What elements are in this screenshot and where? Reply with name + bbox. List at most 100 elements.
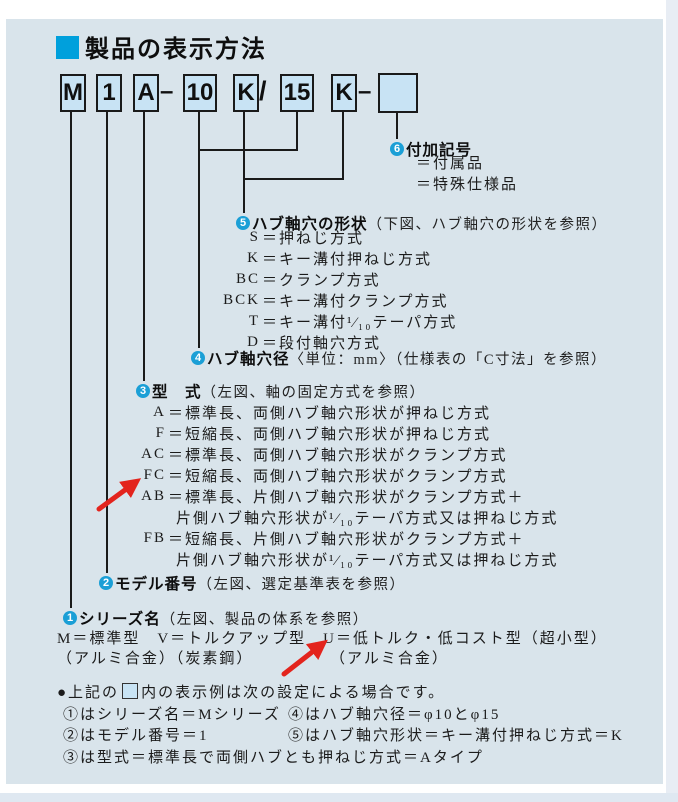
section-2-note: （左図、選定基準表を参照） bbox=[197, 576, 406, 593]
number-2-circle-icon: 2 bbox=[99, 576, 113, 590]
footnote-row-2-col-2: ⑤はハブ軸穴形状＝キー溝付押ねじ方式＝K bbox=[288, 728, 624, 744]
item-desc: ＝標準長、両側ハブ軸穴形状がクランプ方式 bbox=[168, 448, 508, 464]
number-5-circle-icon: 5 bbox=[236, 216, 250, 230]
item-desc-continued: 片側ハブ軸穴形状が¹⁄₁₀テーパ方式又は押ねじ方式 bbox=[176, 553, 559, 569]
code-separator-dash-2: – bbox=[358, 78, 372, 105]
section-5-header: 5 ハブ軸穴の形状 （下図、ハブ軸穴の形状を参照） bbox=[236, 212, 608, 234]
code-box-bore-shape-1: K bbox=[233, 74, 259, 112]
list-item: T＝キー溝付¹⁄₁₀テーパ方式 bbox=[156, 311, 457, 332]
footnote-row-2-col-1: ②はモデル番号＝1 bbox=[63, 728, 209, 744]
code-box-bore-1: 10 bbox=[183, 74, 217, 112]
connector-shape-join bbox=[243, 178, 344, 180]
item-code: A bbox=[153, 404, 166, 420]
item-code: AB bbox=[141, 488, 166, 504]
footnote-row-1-col-2: ④はハブ軸穴径＝φ10とφ15 bbox=[288, 707, 501, 723]
footnote-bullet-line: ●上記の 内の表示例は次の設定による場合です。 bbox=[57, 681, 445, 702]
code-separator-slash: / bbox=[259, 76, 267, 106]
code-box-bore-2: 15 bbox=[280, 74, 314, 112]
item-desc: ＝キー溝付押ねじ方式 bbox=[262, 252, 433, 268]
connector-model-number bbox=[106, 112, 108, 573]
connector-type bbox=[143, 112, 145, 381]
item-code: K bbox=[247, 250, 260, 266]
connector-bore-1 bbox=[198, 112, 200, 348]
item-desc: ＝キー溝付クランプ方式 bbox=[262, 294, 449, 310]
section-3-title: 型 式 bbox=[152, 384, 202, 401]
number-6-circle-icon: 6 bbox=[390, 142, 404, 156]
list-item: K＝キー溝付押ねじ方式 bbox=[156, 248, 457, 269]
footnote-bullet-pre: ●上記の bbox=[57, 685, 120, 701]
footnote-bullet-post: 内の表示例は次の設定による場合です。 bbox=[141, 685, 446, 701]
item-code: FC bbox=[143, 467, 166, 483]
number-4-circle-icon: 4 bbox=[191, 351, 205, 365]
series-materials-line-left: （アルミ合金）（炭素鋼） bbox=[57, 651, 254, 667]
list-item: F＝短縮長、両側ハブ軸穴形状が押ねじ方式 bbox=[82, 423, 558, 444]
list-item: FB＝短縮長、片側ハブ軸穴形状がクランプ方式＋ bbox=[82, 528, 558, 549]
section-1-note: （左図、製品の体系を参照） bbox=[160, 611, 369, 628]
section-5-note: （下図、ハブ軸穴の形状を参照） bbox=[367, 216, 608, 233]
item-code: S bbox=[249, 229, 260, 245]
title-square-icon bbox=[56, 36, 79, 59]
item-desc: ＝クランプ方式 bbox=[262, 273, 381, 289]
section-1-header: 1 シリーズ名 （左図、製品の体系を参照） bbox=[63, 607, 369, 629]
item-code: T bbox=[248, 313, 260, 329]
list-item: FC＝短縮長、両側ハブ軸穴形状がクランプ方式 bbox=[82, 465, 558, 486]
red-arrow-series-icon bbox=[281, 639, 328, 677]
code-box-type: A bbox=[133, 74, 159, 112]
item-desc: ＝標準長、両側ハブ軸穴形状が押ねじ方式 bbox=[168, 406, 492, 422]
footnote-row-1-col-1: ①はシリーズ名＝Mシリーズ bbox=[63, 707, 281, 723]
section-2-header: 2 モデル番号 （左図、選定基準表を参照） bbox=[99, 572, 406, 594]
section-3-note: （左図、軸の固定方式を参照） bbox=[201, 384, 426, 401]
section-5-items: S＝押ねじ方式 K＝キー溝付押ねじ方式 BC＝クランプ方式 BCK＝キー溝付クラ… bbox=[156, 227, 457, 353]
code-box-series: M bbox=[60, 74, 86, 112]
section-6-header: 6 付加記号 bbox=[390, 138, 472, 160]
list-item: AB＝標準長、片側ハブ軸穴形状がクランプ方式＋ bbox=[82, 486, 558, 507]
number-1-circle-icon: 1 bbox=[63, 611, 77, 625]
section-1-title: シリーズ名 bbox=[79, 611, 161, 628]
item-desc: ＝短縮長、片側ハブ軸穴形状がクランプ方式＋ bbox=[168, 532, 525, 548]
item-code: F bbox=[155, 425, 166, 441]
section-4-note: 〈単位：mm〉（仕様表の「C寸法」を参照） bbox=[289, 351, 607, 368]
item-code: BCK bbox=[223, 292, 260, 308]
connector-shape-2 bbox=[342, 112, 344, 180]
item-code: AC bbox=[141, 446, 166, 462]
item-desc: ＝標準長、片側ハブ軸穴形状がクランプ方式＋ bbox=[168, 490, 525, 506]
list-item: D＝段付軸穴方式 bbox=[156, 332, 457, 353]
connector-shape-1 bbox=[243, 112, 245, 213]
connector-bore-join bbox=[198, 149, 298, 151]
item-desc: ＝短縮長、両側ハブ軸穴形状がクランプ方式 bbox=[168, 469, 508, 485]
item-code: BC bbox=[235, 271, 260, 287]
section-6-items: ＝付属品 ＝特殊仕様品 bbox=[414, 152, 518, 194]
code-separator-dash-1: – bbox=[160, 78, 174, 105]
right-margin-strip bbox=[666, 0, 678, 802]
section-2-title: モデル番号 bbox=[115, 576, 198, 593]
series-materials-line-right: （アルミ合金） bbox=[330, 651, 449, 667]
section-6-title: 付加記号 bbox=[406, 142, 473, 159]
code-box-suffix-empty bbox=[378, 73, 418, 113]
list-item-continuation: 片側ハブ軸穴形状が¹⁄₁₀テーパ方式又は押ねじ方式 bbox=[82, 549, 558, 570]
list-item: ＝特殊仕様品 bbox=[414, 173, 518, 194]
list-item: A＝標準長、両側ハブ軸穴形状が押ねじ方式 bbox=[82, 402, 558, 423]
list-item: ＝付属品 bbox=[414, 152, 518, 173]
list-item: S＝押ねじ方式 bbox=[156, 227, 457, 248]
product-designation-panel: 製品の表示方法 M 1 A – 10 K / 15 K – 6 付加記号 ＝付属… bbox=[6, 19, 663, 784]
footnote-row-3-col-1: ③は型式＝標準長で両側ハブとも押ねじ方式＝Aタイプ bbox=[63, 750, 484, 766]
code-box-bore-shape-2: K bbox=[331, 74, 357, 112]
list-item: AC＝標準長、両側ハブ軸穴形状がクランプ方式 bbox=[82, 444, 558, 465]
item-desc: ＝キー溝付¹⁄₁₀テーパ方式 bbox=[262, 315, 458, 331]
series-variants-line: M＝標準型 V＝トルクアップ型 U＝低トルク・低コスト型（超小型） bbox=[57, 631, 608, 647]
list-item: BCK＝キー溝付クランプ方式 bbox=[156, 290, 457, 311]
section-5-title: ハブ軸穴の形状 bbox=[252, 216, 368, 233]
code-box-model-number: 1 bbox=[96, 74, 122, 112]
item-desc: ＝段付軸穴方式 bbox=[262, 336, 382, 352]
item-code: FB bbox=[143, 530, 166, 546]
item-desc: ＝短縮長、両側ハブ軸穴形状が押ねじ方式 bbox=[168, 427, 492, 443]
section-4-header: 4 ハブ軸穴径 〈単位：mm〉（仕様表の「C寸法」を参照） bbox=[191, 347, 607, 369]
example-box-icon bbox=[122, 683, 139, 699]
list-item: BC＝クランプ方式 bbox=[156, 269, 457, 290]
bottom-margin-strip bbox=[0, 793, 678, 802]
list-item-continuation: 片側ハブ軸穴形状が¹⁄₁₀テーパ方式又は押ねじ方式 bbox=[82, 507, 558, 528]
item-text: ＝特殊仕様品 bbox=[416, 177, 519, 193]
item-text: ＝付属品 bbox=[416, 156, 485, 172]
number-3-circle-icon: 3 bbox=[136, 384, 150, 398]
